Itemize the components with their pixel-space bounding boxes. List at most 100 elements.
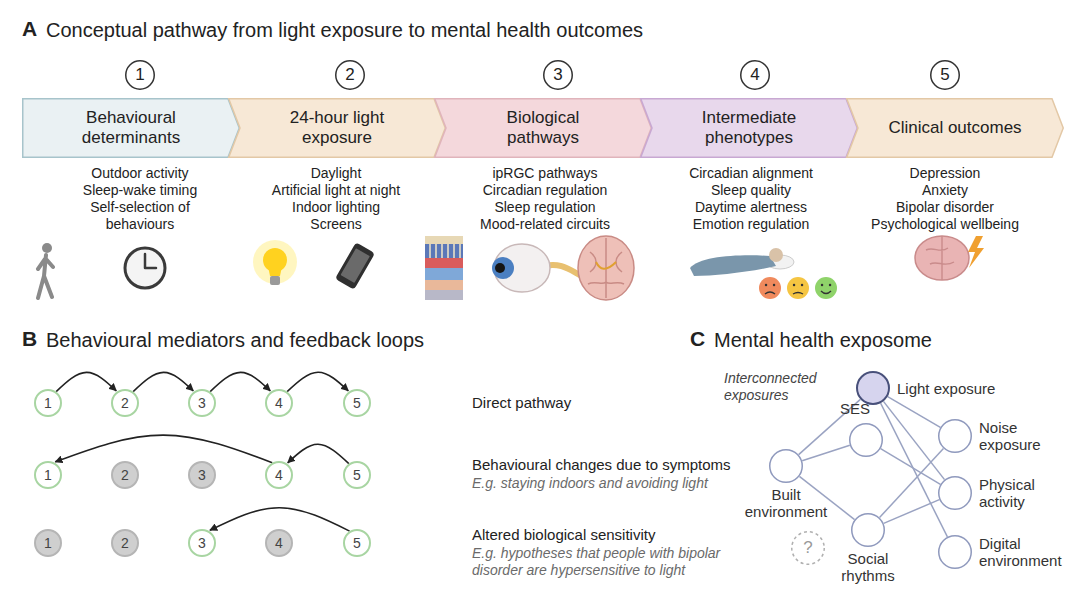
chevron-shape	[641, 99, 858, 158]
walking-person-icon	[42, 243, 52, 253]
step-number-circle: 2	[335, 60, 365, 90]
circle-shape	[939, 477, 972, 510]
brain-lightning-icon	[926, 236, 954, 280]
retina-layers-icon	[425, 268, 463, 280]
stage-heading: Clinical outcomes	[888, 118, 1023, 138]
circle-shape	[112, 530, 138, 556]
exposure-circle: SES	[849, 423, 883, 457]
feedback-arrow	[210, 508, 350, 531]
brain-icon	[588, 238, 624, 298]
circle-shape	[112, 462, 138, 488]
pathway-step-circle: 1	[34, 461, 62, 489]
list-item: Emotion regulation	[651, 216, 851, 233]
pathway-step-circle: 2	[111, 529, 139, 557]
stage-chevron: Behavioural determinants	[22, 98, 240, 158]
annotation: Interconnected exposures	[724, 370, 829, 404]
clock-icon	[125, 248, 165, 288]
node-number: 5	[343, 395, 371, 411]
feedback-arrow	[133, 372, 193, 391]
node-number: 1	[34, 467, 62, 483]
stage-chevron: Biological pathways	[434, 98, 652, 158]
node-number: 5	[343, 467, 371, 483]
brain-icon	[578, 236, 634, 300]
circle-shape	[189, 530, 215, 556]
circle-shape	[939, 420, 972, 453]
circle-shape	[336, 61, 365, 90]
retina-layers-icon	[425, 244, 463, 258]
circle-shape	[35, 390, 61, 416]
panel-title: Behavioural mediators and feedback loops	[46, 328, 424, 352]
exposure-label: Physical activity	[979, 476, 1051, 510]
walking-person-icon	[38, 243, 53, 298]
brain-lightning-icon	[968, 236, 984, 268]
mood-faces-icon	[765, 291, 831, 294]
walking-person-icon	[38, 255, 53, 298]
light-bulb-icon	[253, 240, 297, 284]
exposure-label: Noise exposure	[979, 419, 1051, 453]
circle-shape	[35, 530, 61, 556]
pathway-step-circle: 1	[34, 389, 62, 417]
circle-shape	[344, 530, 370, 556]
list-item: Self-selection of behaviours	[75, 199, 205, 233]
exposure-circle: Built environment	[769, 449, 803, 483]
light-bulb-icon	[270, 276, 280, 285]
exposure-label: Built environment	[739, 486, 834, 520]
node-number: 2	[111, 467, 139, 483]
list-item: Sleep-wake timing	[75, 182, 205, 199]
list-item: Screens	[236, 216, 436, 233]
exposure-label: Social rhythms	[831, 550, 906, 584]
row-label: Behavioural changes due to symptoms	[472, 456, 772, 473]
retina-layers-icon	[430, 244, 460, 258]
clock-icon	[145, 254, 156, 268]
feedback-arrow	[288, 444, 349, 463]
chevron-shape	[23, 99, 240, 158]
circle-shape	[189, 390, 215, 416]
pathway-step-circle: 2	[111, 461, 139, 489]
mood-faces-icon	[815, 277, 837, 299]
exposure-circle: Light exposure	[856, 371, 890, 405]
node-number: 1	[34, 535, 62, 551]
phone-icon	[335, 242, 375, 289]
exposure-circle-outline	[938, 476, 972, 510]
node-number: 4	[740, 65, 770, 85]
pathway-step-circle: 1	[34, 529, 62, 557]
brain-lightning-icon	[915, 236, 984, 280]
stage-heading: 24-hour light exposure	[270, 108, 405, 148]
stage-chevron: Intermediate phenotypes	[640, 98, 858, 158]
link-line	[884, 500, 940, 524]
list-item: ipRGC pathways	[445, 165, 645, 182]
list-item: Artificial light at night	[236, 182, 436, 199]
pathway-step-circle: 5	[343, 389, 371, 417]
circle-shape	[770, 450, 803, 483]
chevron-shape	[847, 99, 1064, 158]
clock-icon	[125, 248, 165, 288]
stage-chevron: 24-hour light exposure	[228, 98, 446, 158]
pathway-step-circle: 4	[265, 529, 293, 557]
eye-icon	[492, 257, 514, 279]
pathway-step-circle: 5	[343, 529, 371, 557]
list-item: Daylight	[236, 165, 436, 182]
link-line	[880, 448, 944, 517]
node-number: 3	[543, 65, 573, 85]
exposure-circle-outline	[769, 449, 803, 483]
stage-heading: Biological pathways	[476, 108, 611, 148]
list-item: Circadian alignment	[651, 165, 851, 182]
feedback-arrow	[55, 435, 272, 463]
mood-faces-icon	[759, 277, 781, 299]
circle-shape	[852, 514, 885, 547]
exposure-circle: Physical activity	[938, 476, 972, 510]
chevron-shape	[435, 99, 652, 158]
panel-letter: A	[22, 17, 37, 41]
circle-shape	[792, 532, 825, 565]
node-number: 1	[34, 395, 62, 411]
step-number-circle: 3	[543, 60, 573, 90]
mood-faces-icon	[766, 284, 830, 286]
step-number-circle: 1	[125, 60, 155, 90]
exposure-circle: Noise exposure	[938, 419, 972, 453]
node-number: 4	[265, 535, 293, 551]
node-number: 2	[111, 395, 139, 411]
node-number: ?	[791, 538, 825, 558]
stage-heading: Behavioural determinants	[64, 108, 199, 148]
list-item: Circadian regulation	[445, 182, 645, 199]
